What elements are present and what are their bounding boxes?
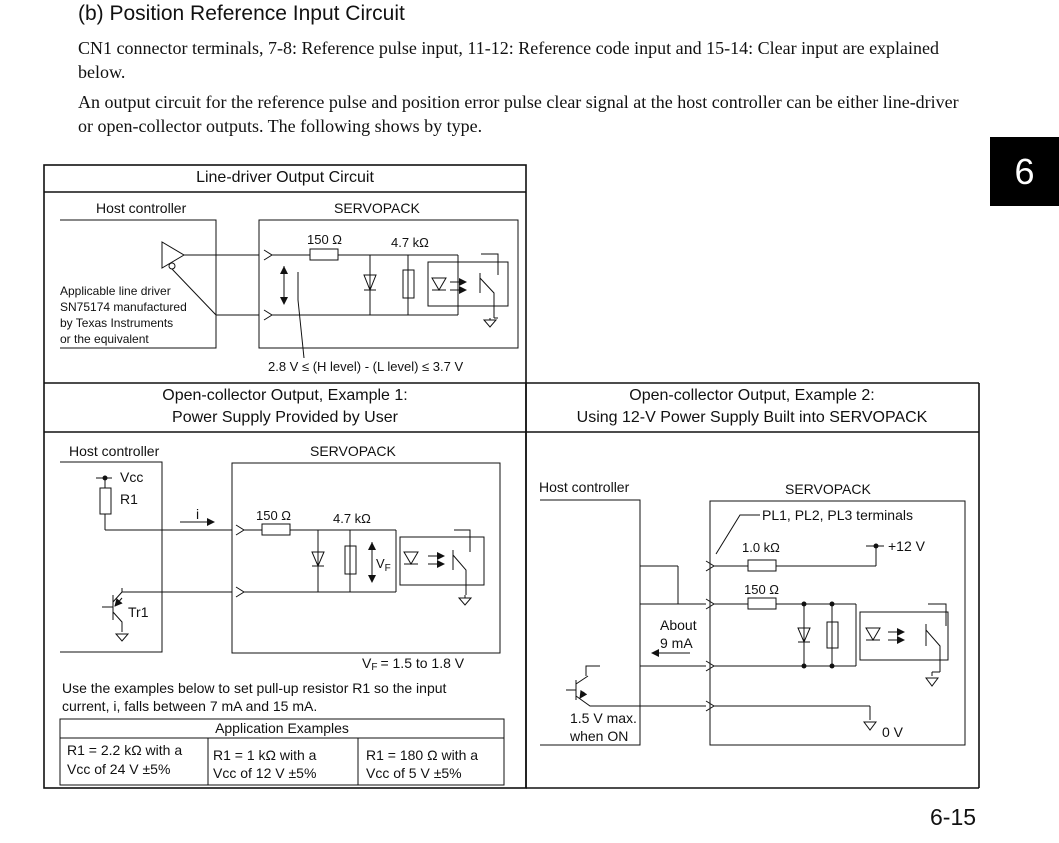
oc1-note-line2: current, i, falls between 7 mA and 15 mA…: [62, 698, 317, 714]
application-examples-table: [59, 718, 505, 786]
oc1-resistor-150: 150 Ω: [256, 508, 291, 523]
oc1-vf-symbol: V: [376, 556, 385, 571]
oc1-vcc: Vcc: [120, 469, 143, 485]
ld-driver-note-2: SN75174 manufactured: [60, 300, 187, 314]
app-example-24v-line2: Vcc of 24 V ±5%: [67, 761, 170, 777]
oc2-terminals-label: PL1, PL2, PL3 terminals: [762, 507, 913, 523]
oc1-servopack-label: SERVOPACK: [310, 443, 397, 459]
oc1-current-label: i: [196, 506, 199, 522]
oc1-resistor-4k7: 4.7 kΩ: [333, 511, 371, 526]
page-number: 6-15: [930, 804, 977, 830]
line-driver-title: Line-driver Output Circuit: [196, 169, 374, 186]
oc1-title-line1: Open-collector Output, Example 1:: [162, 387, 407, 404]
app-example-5v-line2: Vcc of 5 V ±5%: [366, 765, 462, 781]
oc1-host-label: Host controller: [69, 443, 160, 459]
oc1-vf-subscript: F: [385, 563, 391, 574]
oc2-title-line2: Using 12-V Power Supply Built into SERVO…: [577, 409, 928, 426]
oc2-zero-v: 0 V: [882, 724, 904, 740]
oc1-vf-label: VF: [376, 556, 391, 574]
application-examples-title: Application Examples: [215, 720, 349, 736]
ld-resistor-150: 150 Ω: [307, 232, 342, 247]
oc2-vmax-line2: when ON: [569, 728, 628, 744]
oc1-vf-range-label: VF= 1.5 to 1.8 V: [362, 655, 465, 673]
oc2-about-line1: About: [660, 617, 697, 633]
oc1-vf-range: = 1.5 to 1.8 V: [380, 655, 464, 671]
oc2-about-line2: 9 mA: [660, 635, 693, 651]
oc1-vf-range-symbol: V: [362, 655, 372, 671]
section-title: (b) Position Reference Input Circuit: [78, 2, 405, 25]
intro-paragraph-terminals: CN1 connector terminals, 7-8: Reference …: [78, 38, 940, 82]
app-example-24v-line1: R1 = 2.2 kΩ with a: [67, 742, 182, 758]
oc1-vf-range-subscript: F: [371, 662, 377, 673]
oc1-title-line2: Power Supply Provided by User: [172, 409, 399, 426]
oc2-host-label: Host controller: [539, 479, 630, 495]
ld-voltage-note: 2.8 V ≤ (H level) - (L level) ≤ 3.7 V: [268, 359, 463, 374]
ld-driver-note-1: Applicable line driver: [60, 284, 171, 298]
open-collector-example-2-panel: Open-collector Output, Example 2: Using …: [539, 387, 966, 746]
frame-borders: [43, 164, 980, 789]
oc2-title-line1: Open-collector Output, Example 2:: [629, 387, 874, 404]
intro-paragraph-output-types: An output circuit for the reference puls…: [78, 92, 959, 136]
chapter-tab: 6: [990, 137, 1059, 206]
open-collector-example-1-panel: Open-collector Output, Example 1: Power …: [59, 387, 505, 786]
oc2-vmax-line1: 1.5 V max.: [570, 710, 637, 726]
oc2-12v-label: +12 V: [888, 538, 926, 554]
app-example-5v-line1: R1 = 180 Ω with a: [366, 747, 478, 763]
ld-driver-note-4: or the equivalent: [60, 332, 149, 346]
ld-host-label: Host controller: [96, 200, 187, 216]
ld-driver-note-3: by Texas Instruments: [60, 316, 173, 330]
oc1-r1-label: R1: [120, 491, 138, 507]
oc2-resistor-150: 150 Ω: [744, 582, 779, 597]
ld-servopack-label: SERVOPACK: [334, 200, 421, 216]
ld-resistor-4k7: 4.7 kΩ: [391, 235, 429, 250]
line-driver-panel: Line-driver Output Circuit Host controll…: [60, 169, 519, 374]
oc2-resistor-1k: 1.0 kΩ: [742, 540, 780, 555]
oc1-tr1: Tr1: [128, 604, 149, 620]
app-example-12v-line2: Vcc of 12 V ±5%: [213, 765, 316, 781]
oc1-note-line1: Use the examples below to set pull-up re…: [62, 680, 447, 696]
oc2-servopack-label: SERVOPACK: [785, 481, 872, 497]
app-example-12v-line1: R1 = 1 kΩ with a: [213, 747, 317, 763]
